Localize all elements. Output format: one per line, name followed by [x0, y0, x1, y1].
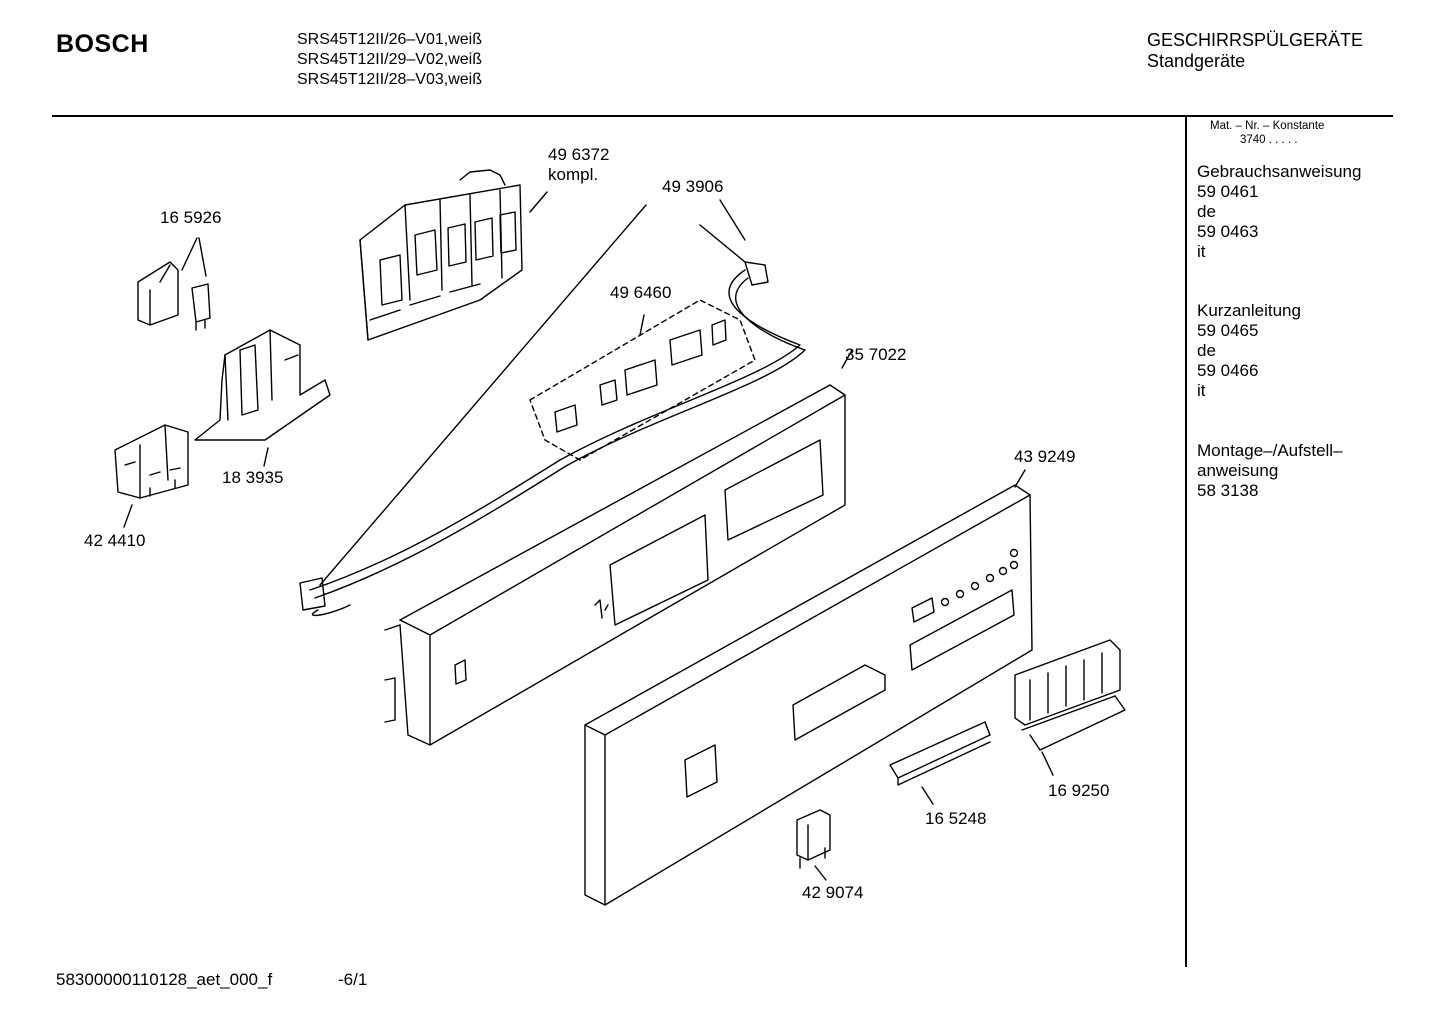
doc-line: 58 3138	[1197, 481, 1259, 500]
part-label-439249: 43 9249	[1014, 447, 1076, 466]
cable-harness-part	[299, 261, 806, 617]
mat-heading: Mat. – Nr. – Konstante	[1210, 120, 1325, 132]
category-title: GESCHIRRSPÜLGERÄTE	[1147, 30, 1364, 50]
doc-line: 59 0463	[1197, 222, 1259, 241]
footer-doc-id: 58300000110128_aet_000_f	[56, 970, 273, 989]
leader-line	[1041, 751, 1054, 776]
part-label-429074: 42 9074	[802, 883, 864, 902]
leader-line	[921, 786, 934, 805]
part-label-165248: 16 5248	[925, 809, 987, 828]
leader-line	[1014, 469, 1026, 488]
doc-line: 59 0465	[1197, 321, 1259, 340]
connector-set-part	[529, 299, 756, 461]
doc-line: 59 0466	[1197, 361, 1259, 380]
header-divider	[52, 115, 1393, 117]
category-block: GESCHIRRSPÜLGERÄTE Standgeräte	[1147, 30, 1363, 72]
part-label-165926: 16 5926	[160, 208, 222, 227]
leader-line	[123, 504, 133, 528]
doc-gebrauchsanweisung: Gebrauchsanweisung 59 0461 de 59 0463 it	[1197, 162, 1361, 262]
doc-line: it	[1197, 242, 1206, 261]
part-label-183935: 18 3935	[222, 468, 284, 487]
doc-montageanweisung: Montage–/Aufstell– anweisung 58 3138	[1197, 441, 1343, 501]
model-list: SRS45T12II/26–V01,weiß SRS45T12II/29–V02…	[297, 30, 482, 90]
brand-logo: BOSCH	[56, 30, 149, 58]
model-line: SRS45T12II/28–V03,weiß	[297, 71, 482, 88]
doc-line: de	[1197, 202, 1216, 221]
leader-line	[319, 204, 647, 586]
part-label-496460: 49 6460	[610, 283, 672, 302]
model-line: SRS45T12II/26–V01,weiß	[297, 31, 482, 48]
sidebar-divider	[1185, 115, 1187, 967]
mat-constant: Mat. – Nr. – Konstante 3740 . . . . .	[1210, 119, 1324, 147]
doc-line: anweisung	[1197, 461, 1279, 480]
model-line: SRS45T12II/29–V02,weiß	[297, 51, 482, 68]
part-label-424410: 42 4410	[84, 531, 146, 550]
inner-panel-part	[384, 384, 846, 746]
leader-line	[841, 349, 853, 369]
button-set-part	[1014, 639, 1126, 751]
switch-part	[114, 424, 189, 499]
doc-line: de	[1197, 341, 1216, 360]
leader-line	[814, 865, 827, 881]
front-panel-part	[584, 484, 1033, 906]
key-cap-part	[796, 809, 831, 869]
connector-blocks	[554, 319, 727, 433]
leader-line	[181, 237, 198, 271]
part-label-493906: 49 3906	[662, 177, 724, 196]
bracket-housing-part	[194, 329, 331, 441]
doc-line: 59 0461	[1197, 182, 1259, 201]
doc-title: Montage–/Aufstell–	[1197, 441, 1343, 460]
leader-line	[699, 224, 746, 263]
leader-line	[719, 199, 746, 241]
control-module-part	[359, 169, 523, 341]
doc-kurzanleitung: Kurzanleitung 59 0465 de 59 0466 it	[1197, 301, 1301, 401]
mat-value: 3740 . . . . .	[1240, 134, 1298, 146]
leader-line	[198, 237, 207, 277]
display-strip-part	[889, 721, 991, 786]
part-note: kompl.	[548, 165, 599, 184]
clip-part	[137, 261, 211, 331]
leader-line	[529, 191, 548, 213]
part-label-357022: 35 7022	[845, 345, 907, 364]
category-subtitle: Standgeräte	[1147, 51, 1246, 71]
doc-title: Kurzanleitung	[1197, 301, 1301, 320]
leader-line	[263, 447, 269, 467]
leader-line	[639, 314, 645, 336]
part-number: 49 6372	[548, 145, 610, 164]
doc-line: it	[1197, 381, 1206, 400]
footer-page-number: -6/1	[338, 970, 368, 989]
part-label-169250: 16 9250	[1048, 781, 1110, 800]
part-label-496372: 49 6372 kompl.	[548, 145, 609, 185]
doc-title: Gebrauchsanweisung	[1197, 162, 1362, 181]
